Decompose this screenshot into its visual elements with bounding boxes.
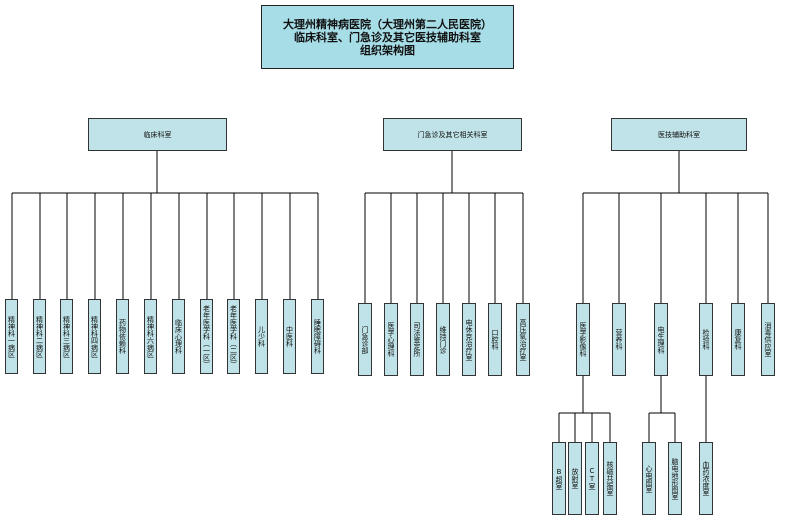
unit-clinical-4: 精神科四病区 xyxy=(88,299,101,374)
category-medtech: 医技辅助科室 xyxy=(611,118,747,151)
unit-label: 药物依赖科 xyxy=(118,319,127,354)
subunit-imaging-3: CT室 xyxy=(585,442,599,515)
unit-label: 精神科一病区 xyxy=(7,315,16,358)
title-line-1: 大理州精神病医院（大理州第二人民医院） xyxy=(283,17,492,31)
category-label: 临床科室 xyxy=(143,130,172,139)
subunit-label: 脑电地形图室 xyxy=(671,457,679,500)
unit-clinical-7: 临床心理科 xyxy=(172,299,185,374)
unit-label: 中医科 xyxy=(285,326,294,347)
unit-label: 检验科 xyxy=(702,329,710,350)
category-label: 医技辅助科室 xyxy=(658,130,700,139)
unit-outpatient-4: 维持门诊 xyxy=(436,303,450,376)
unit-outpatient-7: 高压氧治疗室 xyxy=(516,303,530,376)
unit-clinical-8: 老年医学科（一区） xyxy=(200,299,213,374)
subunit-imaging-2: 放射室 xyxy=(568,442,582,515)
unit-label: 口腔科 xyxy=(491,329,499,350)
unit-clinical-5: 药物依赖科 xyxy=(116,299,129,374)
subunit-label: 核磁共振室 xyxy=(606,461,614,496)
unit-clinical-9: 老年医学科（二区） xyxy=(227,299,240,374)
unit-label: 门急诊部 xyxy=(361,325,369,354)
unit-clinical-12: 睡眠障碍科 xyxy=(311,299,324,374)
unit-label: 睡眠障碍科 xyxy=(313,319,322,354)
unit-clinical-3: 精神科三病区 xyxy=(60,299,73,374)
subunit-label: 放射室 xyxy=(571,468,579,489)
unit-medtech-5: 康复科 xyxy=(731,303,745,376)
unit-label: 电休克治疗室 xyxy=(465,318,473,361)
title-line-2: 临床科室、门急诊及其它医技辅助科室 xyxy=(294,30,481,44)
unit-label: 司法鉴定所 xyxy=(413,322,421,357)
unit-label: 临床心理科 xyxy=(174,319,183,354)
unit-label: 营养科 xyxy=(615,329,623,350)
subunit-lab-1: 血药浓度室 xyxy=(699,442,713,515)
unit-medtech-3: 电生理科 xyxy=(654,303,668,376)
unit-outpatient-5: 电休克治疗室 xyxy=(462,303,476,376)
title-line-3: 组织架构图 xyxy=(360,43,415,57)
unit-outpatient-6: 口腔科 xyxy=(488,303,502,376)
unit-clinical-1: 精神科一病区 xyxy=(5,299,18,374)
category-outpatient: 门急诊及其它相关科室 xyxy=(383,118,522,151)
unit-label: 儿少科 xyxy=(257,326,266,347)
unit-label: 精神科三病区 xyxy=(62,315,71,358)
chart-title: 大理州精神病医院（大理州第二人民医院） 临床科室、门急诊及其它医技辅助科室 组织… xyxy=(261,5,514,69)
unit-clinical-2: 精神科二病区 xyxy=(33,299,46,374)
unit-label: 电生理科 xyxy=(657,325,665,354)
unit-clinical-10: 儿少科 xyxy=(255,299,268,374)
unit-label: 精神科二病区 xyxy=(35,315,44,358)
category-label: 门急诊及其它相关科室 xyxy=(417,130,488,139)
subunit-label: 血药浓度室 xyxy=(702,461,710,496)
subunit-electro-2: 脑电地形图室 xyxy=(668,442,682,515)
unit-label: 老年医学科（二区） xyxy=(229,305,238,368)
unit-clinical-11: 中医科 xyxy=(283,299,296,374)
unit-medtech-4: 检验科 xyxy=(699,303,713,376)
subunit-electro-1: 心电图室 xyxy=(642,442,656,515)
unit-label: 精神科六病区 xyxy=(146,315,155,358)
unit-label: 老年医学科（一区） xyxy=(202,305,211,368)
unit-outpatient-2: 医学心理科 xyxy=(384,303,398,376)
unit-outpatient-3: 司法鉴定所 xyxy=(410,303,424,376)
unit-label: 高压氧治疗室 xyxy=(519,318,527,361)
category-clinical: 临床科室 xyxy=(88,118,227,151)
unit-label: 医学心理科 xyxy=(387,322,395,357)
unit-label: 康复科 xyxy=(734,329,742,350)
subunit-label: B超室 xyxy=(555,467,563,490)
subunit-imaging-4: 核磁共振室 xyxy=(603,442,617,515)
unit-label: 精神科四病区 xyxy=(90,315,99,358)
subunit-label: CT室 xyxy=(588,467,596,490)
unit-label: 消毒供应室 xyxy=(764,322,772,357)
unit-label: 医学影像科 xyxy=(579,322,587,357)
unit-outpatient-1: 门急诊部 xyxy=(358,303,372,376)
unit-medtech-6: 消毒供应室 xyxy=(761,303,775,376)
subunit-imaging-1: B超室 xyxy=(552,442,566,515)
unit-clinical-6: 精神科六病区 xyxy=(144,299,157,374)
unit-medtech-1: 医学影像科 xyxy=(576,303,590,376)
subunit-label: 心电图室 xyxy=(645,464,653,493)
unit-label: 维持门诊 xyxy=(439,325,447,354)
unit-medtech-2: 营养科 xyxy=(612,303,626,376)
